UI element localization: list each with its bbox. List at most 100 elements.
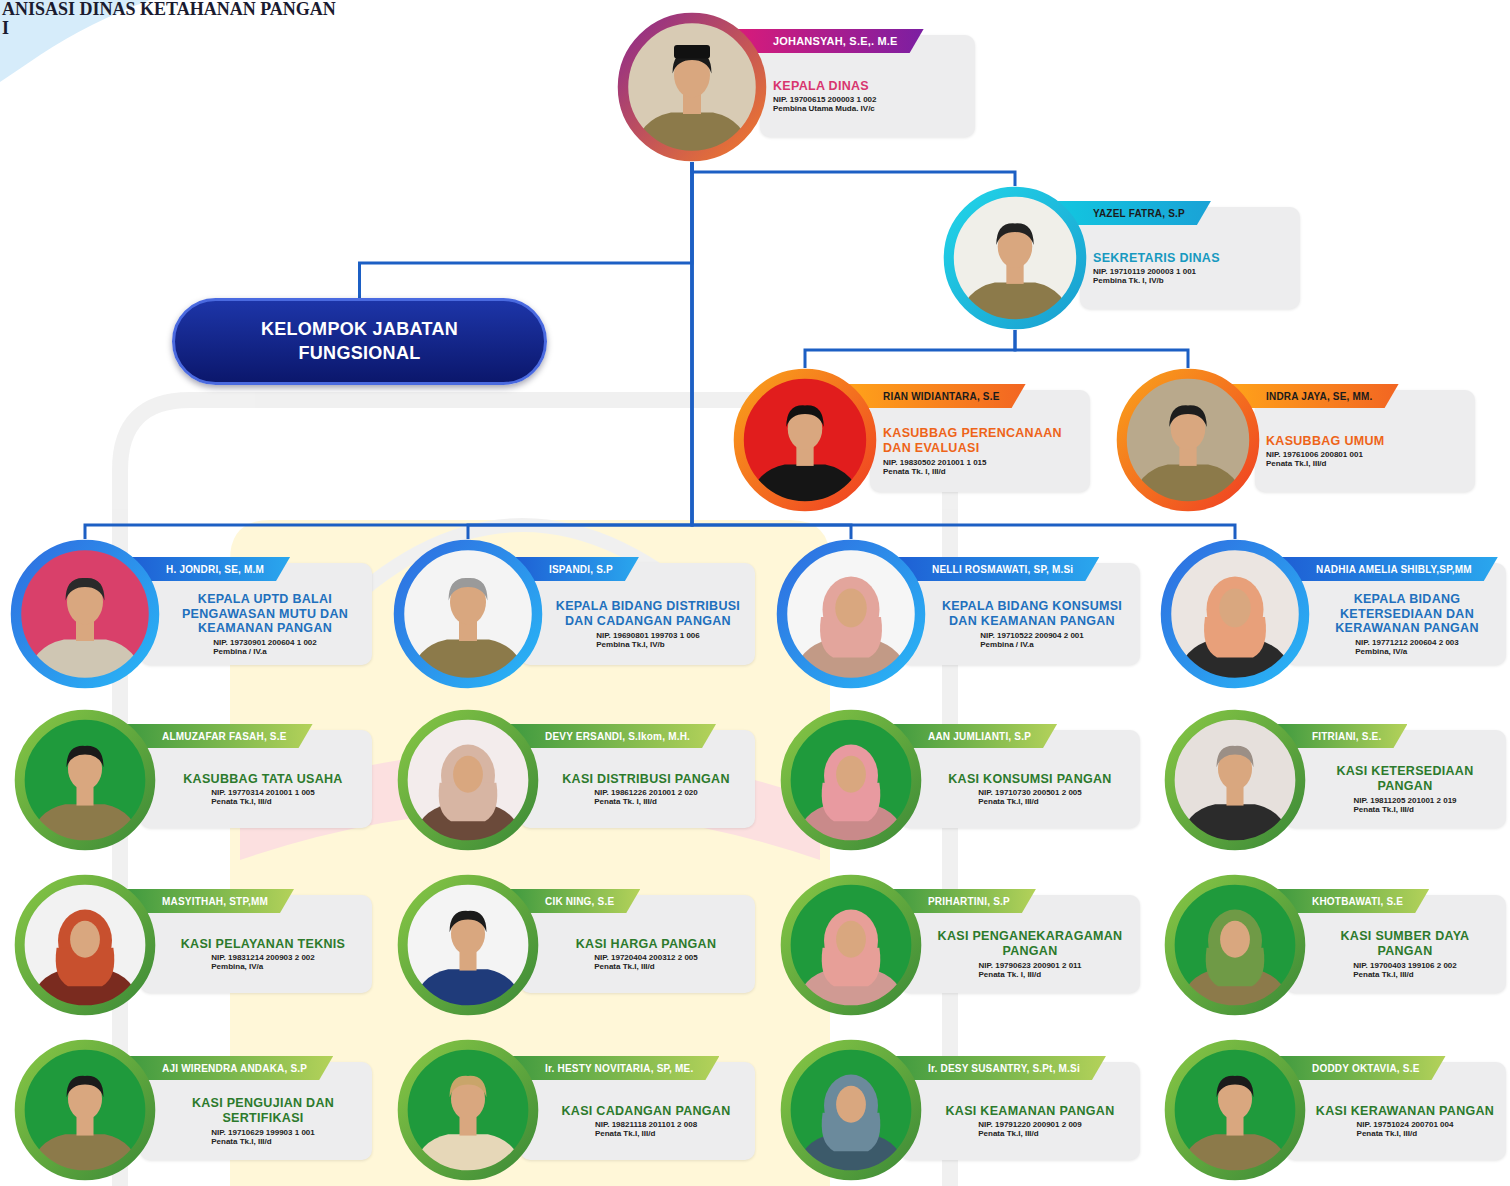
employee-id: NIP. 19770314 201001 1 005 <box>211 789 315 798</box>
person-name: AAN JUMLIANTI, S.P <box>928 731 1031 742</box>
rank-grade: Penata Tk.I, III/d <box>211 1138 315 1147</box>
job-title: KEPALA DINAS <box>773 79 967 94</box>
org-connector <box>1015 330 1188 368</box>
id-lines: NIP. 19771212 200604 2 003Pembina, IV/a <box>1355 639 1459 657</box>
employee-id: NIP. 19861226 201001 2 020 <box>594 789 698 798</box>
id-lines: NIP. 19811205 201001 2 019Penata Tk.I, I… <box>1353 797 1456 815</box>
portrait-photo <box>14 709 156 851</box>
person-card: KASI PELAYANAN TEKNIS NIP. 19831214 20090… <box>14 874 372 1016</box>
person-name: JOHANSYAH, S.E,. M.E <box>773 35 898 47</box>
title-fragment: I <box>2 19 9 38</box>
person-hair <box>67 746 104 767</box>
employee-id: NIP. 19811205 201001 2 019 <box>1353 797 1456 806</box>
org-connector <box>692 162 1015 186</box>
id-block: NIP. 19830502 201001 1 015Penata Tk. I, … <box>883 459 1082 478</box>
id-lines: NIP. 19730901 200604 1 002Pembina / IV.a <box>213 639 317 657</box>
person-hair <box>786 405 823 427</box>
name-ribbon: NELLI ROSMAWATI, SP, M.Si <box>896 557 1099 581</box>
portrait-photo <box>397 1039 539 1181</box>
rank-grade: Pembina Tk. I, IV/b <box>1093 277 1196 286</box>
person-card: KEPALA BIDANG KETERSEDIAAN DAN KERAWANAN… <box>1160 539 1506 689</box>
photo-ring <box>786 715 917 846</box>
person-card: KASI HARGA PANGANNIP. 19720404 200312 2 … <box>397 874 755 1016</box>
photo-ring <box>20 715 151 846</box>
person-name: PRIHARTINI, S.P <box>928 896 1010 907</box>
portrait-photo <box>943 186 1087 330</box>
person-card: KASI KONSUMSI PANGANNIP. 19710730 200501… <box>780 709 1140 851</box>
portrait-photo <box>1116 368 1260 512</box>
job-title: KEPALA BIDANG KETERSEDIAAN DAN KERAWANAN… <box>1316 592 1498 636</box>
rank-grade: Pembina, IV/a <box>211 963 315 972</box>
job-title: SEKRETARIS DINAS <box>1093 251 1292 266</box>
name-ribbon: FITRIANI, S.E. <box>1276 724 1407 748</box>
person-name: DODDY OKTAVIA, S.E <box>1312 1063 1420 1074</box>
photo-ring <box>16 545 154 683</box>
name-ribbon: DODDY OKTAVIA, S.E <box>1276 1056 1446 1080</box>
rank-grade: Penata Tk.I, III/d <box>1266 460 1363 469</box>
portrait-photo <box>1164 709 1306 851</box>
job-title: KASI PENGUJIAN DAN SERTIFIKASI <box>162 1096 364 1126</box>
employee-id: NIP. 19690801 199703 1 006 <box>596 632 700 641</box>
person-card: KASI SUMBER DAYA PANGANNIP. 19700403 199… <box>1164 874 1506 1016</box>
photo-ring <box>1122 374 1254 506</box>
person-name: FITRIANI, S.E. <box>1312 731 1381 742</box>
photo-ring <box>786 1045 917 1176</box>
portrait-photo <box>1164 874 1306 1016</box>
name-ribbon: KHOTBAWATI, S.E <box>1276 889 1429 913</box>
name-ribbon: INDRA JAYA, SE, MM. <box>1230 384 1399 408</box>
name-ribbon: DEVY ERSANDI, S.Ikom, M.H. <box>509 724 716 748</box>
person-card: KASI PENGANEKARAGAMAN PANGANNIP. 1979062… <box>780 874 1140 1016</box>
person-name: NADHIA AMELIA SHIBLY,SP,MM <box>1316 564 1472 575</box>
id-lines: NIP. 19690801 199703 1 006Pembina Tk.I, … <box>596 632 700 650</box>
id-block: NIP. 19730901 200604 1 002Pembina / IV.a <box>166 639 364 658</box>
rank-grade: Penata Tk.I, III/d <box>594 963 698 972</box>
photo-ring <box>1170 715 1301 846</box>
person-hair <box>996 223 1033 245</box>
person-card: KASI KEAMANAN PANGANNIP. 19791220 200901… <box>780 1039 1140 1181</box>
id-lines: NIP. 19861226 201001 2 020Penata Tk. I, … <box>594 789 698 807</box>
id-lines: NIP. 19710522 200904 2 001Pembina / IV.a <box>980 632 1084 650</box>
employee-id: NIP. 19710522 200904 2 001 <box>980 632 1084 641</box>
id-block: NIP. 19751024 200701 004Penata Tk.I, III… <box>1312 1121 1498 1140</box>
rank-grade: Pembina, IV/a <box>1355 648 1459 657</box>
portrait-photo <box>780 1039 922 1181</box>
employee-id: NIP. 19730901 200604 1 002 <box>213 639 317 648</box>
watermark-logo <box>120 400 950 1186</box>
job-title: KASI PELAYANAN TEKNIS <box>162 937 364 952</box>
photo-ring <box>403 715 534 846</box>
photo-ring <box>20 1045 151 1176</box>
employee-id: NIP. 19790623 200901 2 011 <box>978 962 1081 971</box>
person-card: SEKRETARIS DINASNIP. 19710119 200003 1 0… <box>943 186 1300 330</box>
portrait-photo <box>14 874 156 1016</box>
person-name: Ir. HESTY NOVITARIA, SP, ME. <box>545 1063 693 1074</box>
person-hair <box>66 578 105 601</box>
portrait-photo <box>780 874 922 1016</box>
id-block: NIP. 19770314 201001 1 005Penata Tk.I, I… <box>162 789 364 808</box>
id-lines: NIP. 19791220 200901 2 009Penata Tk.I, I… <box>978 1121 1082 1139</box>
name-ribbon: RIAN WIDIANTARA, S.E <box>847 384 1026 408</box>
id-block: NIP. 19811205 201001 2 019Penata Tk.I, I… <box>1312 797 1498 816</box>
id-lines: NIP. 19831214 200903 2 002Pembina, IV/a <box>211 954 315 972</box>
person-name: CIK NING, S.E <box>545 896 614 907</box>
photo-ring <box>786 880 917 1011</box>
name-ribbon: PRIHARTINI, S.P <box>892 889 1036 913</box>
job-title: KEPALA BIDANG KONSUMSI DAN KEAMANAN PANG… <box>932 599 1132 629</box>
rank-grade: Pembina / IV.a <box>213 648 317 657</box>
id-lines: NIP. 19700403 199106 2 002Penata Tk.I, I… <box>1353 962 1457 980</box>
portrait-photo <box>776 539 926 689</box>
person-name: H. JONDRI, SE, M.M <box>166 564 264 575</box>
person-face <box>453 756 483 793</box>
id-block: NIP. 19700615 200003 1 002Pembina Utama … <box>773 96 967 115</box>
name-ribbon: ALMUZAFAR FASAH, S.E <box>126 724 313 748</box>
photo-ring <box>739 374 871 506</box>
id-lines: NIP. 19700615 200003 1 002Pembina Utama … <box>773 96 877 114</box>
photo-ring <box>20 880 151 1011</box>
person-face <box>70 921 100 958</box>
portrait-photo <box>14 1039 156 1181</box>
name-ribbon: JOHANSYAH, S.E,. M.E <box>737 29 924 53</box>
id-block: NIP. 19720404 200312 2 005Penata Tk.I, I… <box>545 954 747 973</box>
person-card: KASI DISTRIBUSI PANGANNIP. 19861226 2010… <box>397 709 755 851</box>
person-name: ALMUZAFAR FASAH, S.E <box>162 731 287 742</box>
person-hair <box>449 578 488 601</box>
